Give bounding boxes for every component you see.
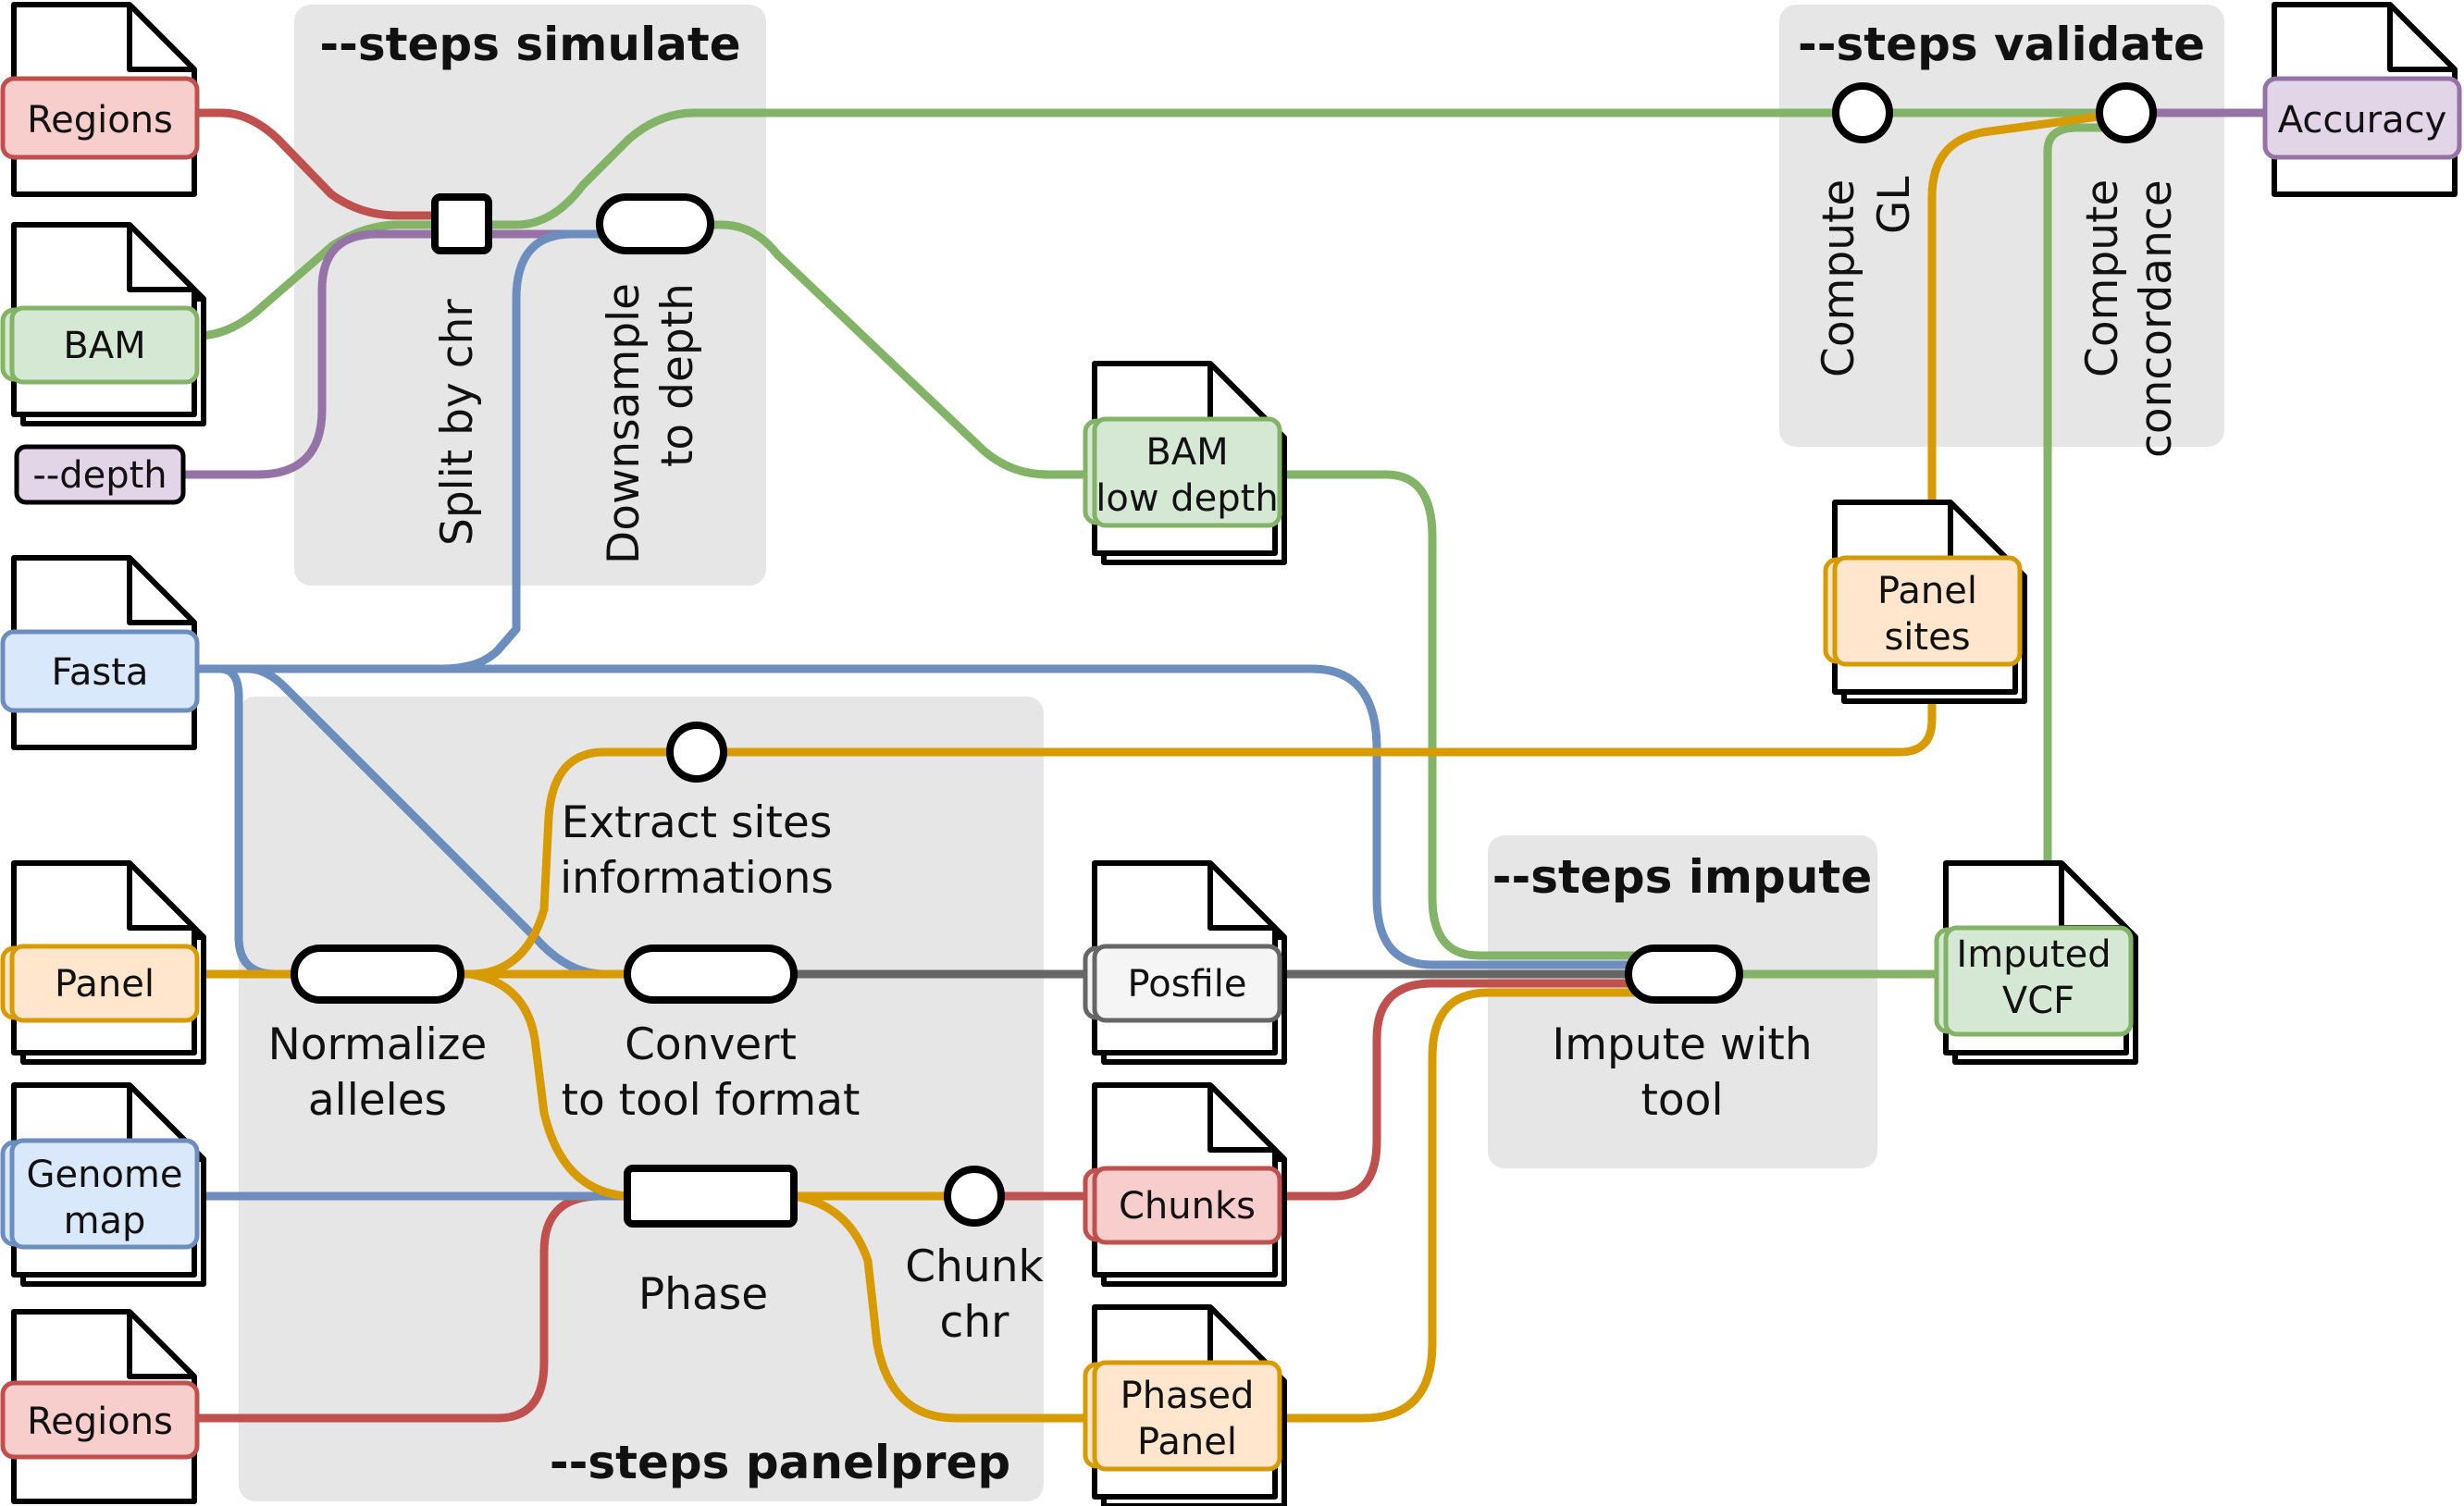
extract-sites-label-line2: informations — [560, 853, 834, 904]
accuracy-label: Accuracy — [2278, 99, 2447, 142]
step-simulate-panel — [294, 5, 766, 586]
line-panel-sites-to-concordance — [1927, 108, 2131, 507]
bam-box — [9, 305, 200, 385]
normalize-label-line2: alleles — [308, 1075, 447, 1126]
imputed-vcf-box — [1943, 925, 2134, 1037]
regions-top-label: Regions — [27, 99, 173, 142]
split-by-chr-label: Split by chr — [432, 299, 483, 546]
step-panelprep-panel — [239, 697, 1044, 1501]
phased-panel-label-line2: Panel — [1137, 1421, 1237, 1463]
chunks-label: Chunks — [1119, 1185, 1256, 1228]
line-extract-to-panel-sites — [692, 655, 1937, 757]
bam-low-depth-label-line1: BAM — [1145, 431, 1228, 474]
genome-map-box — [9, 1138, 200, 1250]
impute-node — [1625, 944, 1743, 1004]
extract-sites-node — [666, 722, 727, 783]
phase-label: Phase — [638, 1269, 768, 1320]
line-normalize-to-extract — [465, 747, 701, 979]
downsample-node — [596, 193, 714, 254]
compute-concordance-label-line1: Compute — [2077, 179, 2128, 377]
phased-panel-box — [1092, 1360, 1282, 1472]
line-chunks-to-impute — [1275, 979, 1687, 1201]
step-titles: --steps simulate --steps validate --step… — [319, 18, 2205, 1489]
compute-gl-node — [1832, 82, 1893, 143]
normalize-label-line1: Normalize — [268, 1019, 488, 1070]
impute-label-line1: Impute with — [1552, 1019, 1812, 1070]
fasta-box — [0, 629, 200, 713]
compute-gl-label-line1: Compute — [1814, 179, 1864, 377]
convert-label-line1: Convert — [625, 1019, 797, 1070]
regions-bottom-label: Regions — [27, 1401, 173, 1443]
process-labels: Split by chr Downsample to depth Compute… — [268, 176, 2182, 1348]
genome-map-label-line2: map — [64, 1200, 146, 1242]
posfile-label: Posfile — [1128, 963, 1247, 1006]
line-bam-to-split — [192, 220, 465, 340]
compute-concordance-label-line2: concordance — [2131, 179, 2182, 458]
line-bam-low-to-impute — [1275, 470, 1687, 960]
step-validate-title: --steps validate — [1798, 18, 2205, 71]
regions-top-box — [0, 76, 200, 160]
convert-label-line2: to tool format — [562, 1075, 861, 1126]
downsample-label-line1: Downsample — [599, 283, 650, 564]
chunk-chr-label-line1: Chunk — [905, 1241, 1044, 1292]
compute-concordance-node — [2096, 82, 2157, 143]
extract-sites-label-line1: Extract sites — [562, 797, 833, 848]
file-label-boxes: Regions BAM --depth Fasta Panel Genome m… — [0, 76, 2462, 1472]
imputed-vcf-label-line1: Imputed — [1956, 933, 2111, 976]
split-by-chr-node — [431, 193, 492, 254]
accuracy-box — [2262, 76, 2462, 160]
bam-label: BAM — [63, 325, 145, 367]
line-split-to-compute-gl — [456, 108, 1867, 229]
genome-map-label-line1: Genome — [26, 1154, 182, 1196]
impute-label-line2: tool — [1641, 1075, 1724, 1126]
regions-bottom-box — [0, 1380, 200, 1460]
step-panelprep-title: --steps panelprep — [550, 1436, 1010, 1489]
normalize-node — [291, 944, 464, 1004]
bam-low-depth-box — [1092, 416, 1282, 528]
line-normalize-to-phase — [465, 969, 632, 1201]
convert-node — [624, 944, 798, 1004]
bam-low-depth-label-line2: low depth — [1096, 477, 1278, 520]
line-phased-panel-to-impute — [1275, 988, 1687, 1423]
panel-label: Panel — [55, 963, 155, 1006]
process-nodes — [291, 82, 2157, 1228]
panel-sites-label-line1: Panel — [1877, 570, 1977, 612]
line-downsample-to-bam-low — [650, 220, 1099, 479]
line-regions-to-split — [192, 108, 465, 220]
panel-box — [9, 944, 200, 1023]
chunk-chr-label-line2: chr — [940, 1297, 1010, 1348]
phase-node — [624, 1165, 798, 1228]
chunks-box — [1092, 1166, 1282, 1245]
downsample-label-line2: to depth — [652, 283, 703, 467]
fasta-label: Fasta — [52, 651, 149, 694]
posfile-box — [1092, 944, 1282, 1023]
panel-sites-label-line2: sites — [1884, 616, 1970, 659]
imputed-vcf-label-line2: VCF — [2002, 980, 2074, 1022]
depth-box — [14, 444, 186, 505]
step-impute-title: --steps impute — [1492, 850, 1872, 904]
compute-gl-label-line2: GL — [1869, 176, 1920, 234]
chunk-chr-node — [944, 1166, 1005, 1227]
depth-label: --depth — [32, 454, 167, 497]
line-vcf-to-concordance — [2043, 123, 2131, 868]
phased-panel-label-line1: Phased — [1121, 1375, 1255, 1417]
panel-sites-box — [1832, 555, 2023, 667]
line-depth-to-downsample — [179, 229, 604, 479]
step-simulate-title: --steps simulate — [319, 18, 740, 71]
line-phase-to-phased-panel — [789, 1191, 1099, 1423]
